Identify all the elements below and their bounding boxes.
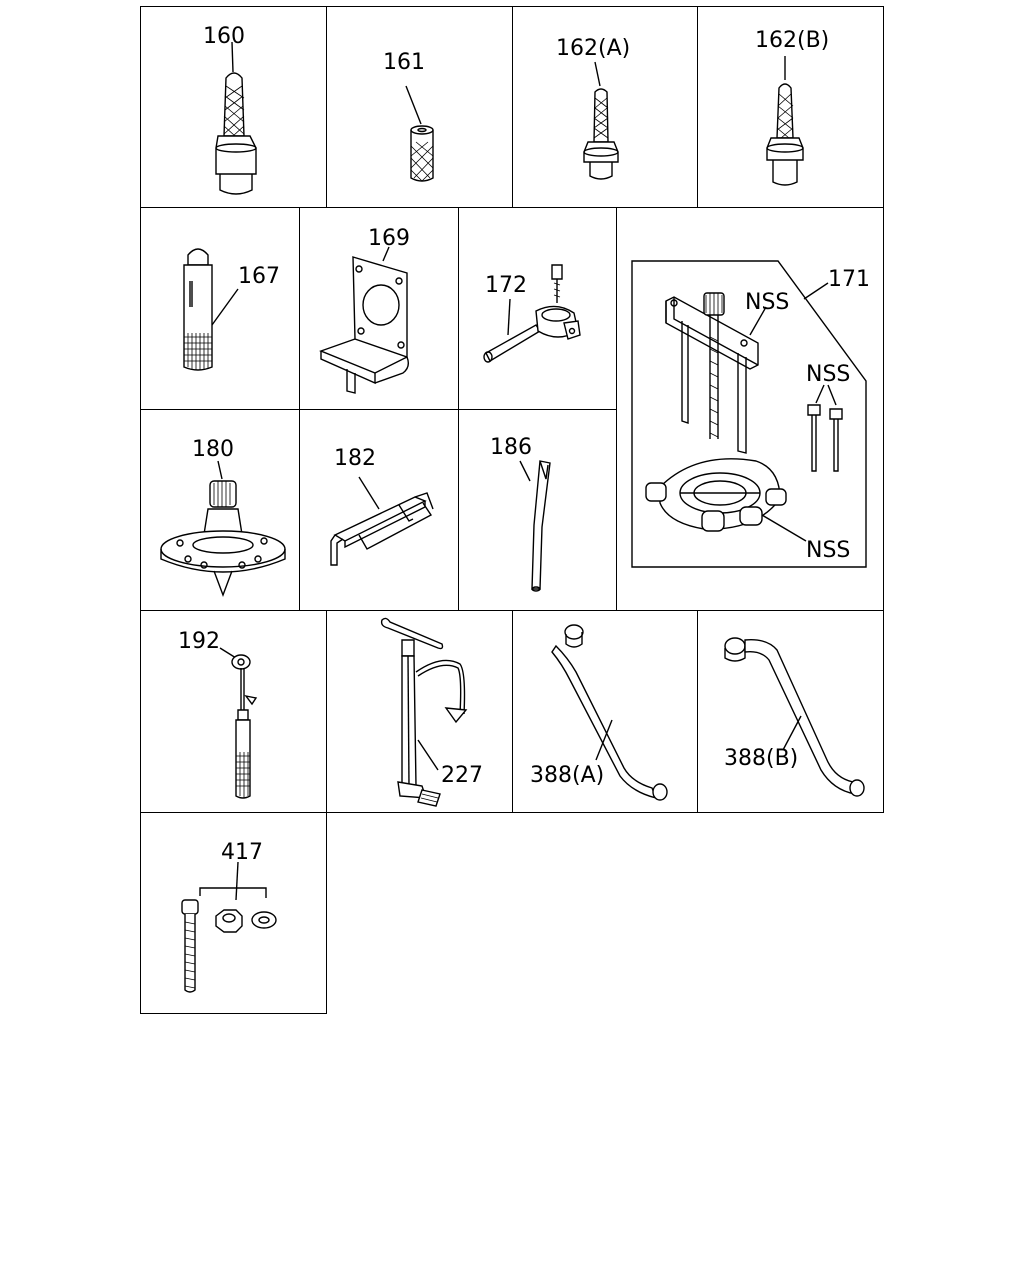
tool-162b-illustration (697, 6, 884, 208)
cell-227[interactable] (326, 610, 513, 813)
tool-227-illustration (326, 610, 513, 813)
tool-388a-illustration (512, 610, 698, 813)
tool-169-illustration (299, 207, 459, 410)
tool-171-illustration (616, 207, 884, 611)
cell-388a[interactable] (512, 610, 698, 813)
cell-192[interactable] (140, 610, 327, 813)
tool-167-illustration (140, 207, 300, 410)
part-label-227: 227 (441, 763, 483, 788)
tool-161-illustration (326, 6, 513, 208)
tool-186-illustration (458, 409, 617, 611)
kit-171-nss-label-2: NSS (806, 362, 851, 387)
tool-192-illustration (140, 610, 327, 813)
tool-160-illustration (140, 6, 327, 208)
part-label-186: 186 (490, 435, 532, 460)
part-label-162a: 162(A) (556, 36, 631, 61)
tool-182-illustration (299, 409, 459, 611)
part-label-172: 172 (485, 273, 527, 298)
tool-417-illustration (140, 812, 327, 1014)
part-label-388a: 388(A) (530, 763, 605, 788)
part-label-171: 171 (828, 267, 870, 292)
part-label-161: 161 (383, 50, 425, 75)
kit-171-nss-label-1: NSS (745, 290, 790, 315)
part-label-162b: 162(B) (755, 28, 830, 53)
part-label-180: 180 (192, 437, 234, 462)
part-label-388b: 388(B) (724, 746, 799, 771)
cell-161[interactable] (326, 6, 513, 208)
part-label-167: 167 (238, 264, 280, 289)
cell-172[interactable] (458, 207, 617, 410)
tool-162a-illustration (512, 6, 698, 208)
part-label-192: 192 (178, 629, 220, 654)
part-label-417: 417 (221, 840, 263, 865)
tool-172-illustration (458, 207, 617, 410)
part-label-169: 169 (368, 226, 410, 251)
cell-182[interactable] (299, 409, 459, 611)
tool-180-illustration (140, 409, 300, 611)
part-label-160: 160 (203, 24, 245, 49)
cell-167[interactable] (140, 207, 300, 410)
kit-171-nss-label-3: NSS (806, 538, 851, 563)
tool-388b-illustration (697, 610, 884, 813)
part-label-182: 182 (334, 446, 376, 471)
